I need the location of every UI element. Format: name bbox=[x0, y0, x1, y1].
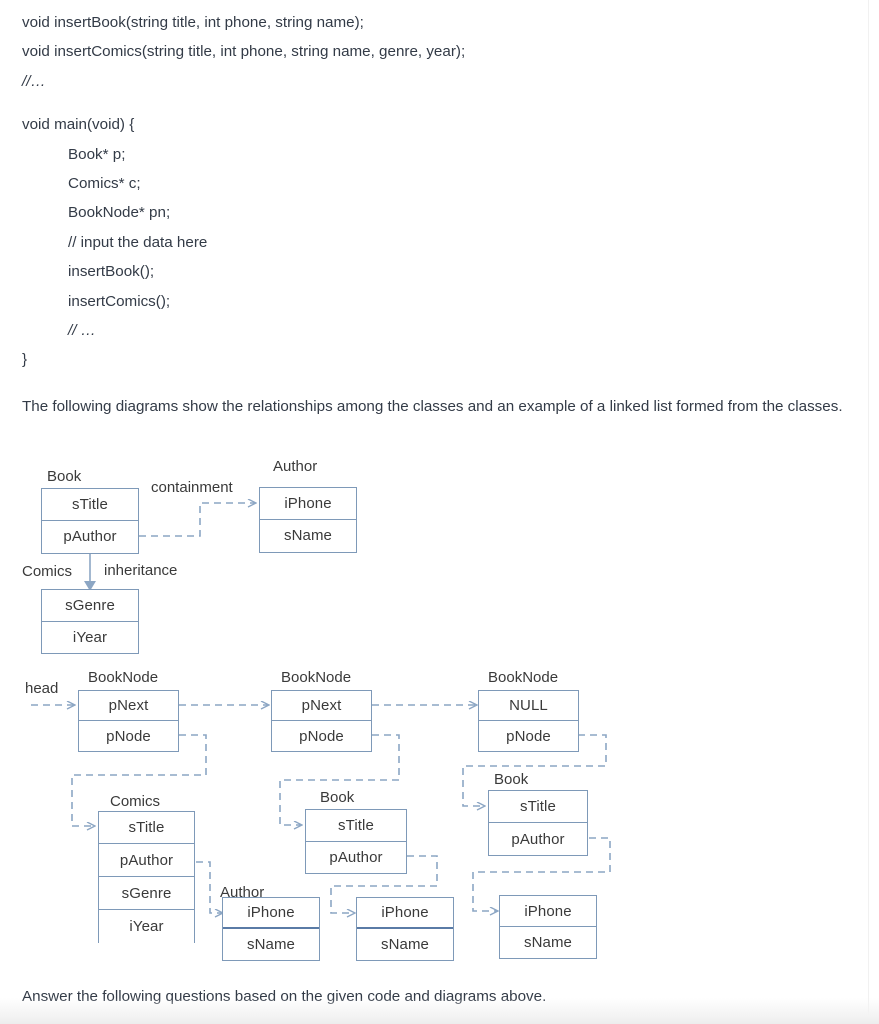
code-line: void insertComics(string title, int phon… bbox=[22, 43, 466, 61]
class-field: iPhone bbox=[260, 488, 356, 520]
list-node-1: pNext pNode bbox=[78, 690, 179, 752]
object-field: sTitle bbox=[306, 810, 406, 842]
object-field: sGenre bbox=[99, 877, 194, 910]
code-listing: void insertBook(string title, int phone,… bbox=[22, 8, 852, 375]
class-box-comics: sGenre iYear bbox=[41, 589, 139, 654]
code-line: Comics* c; bbox=[68, 175, 141, 193]
node-field-pnext: pNext bbox=[272, 691, 371, 721]
node-field-null: NULL bbox=[479, 691, 578, 721]
pauthor-connector-1 bbox=[196, 861, 222, 913]
edge-label-containment: containment bbox=[151, 479, 233, 496]
class-field: sName bbox=[260, 520, 356, 551]
author-field: iPhone bbox=[500, 896, 596, 927]
list-node-title-3: BookNode bbox=[488, 669, 559, 686]
author-field: iPhone bbox=[357, 898, 453, 929]
class-field: pAuthor bbox=[42, 521, 138, 552]
list-node-title-1: BookNode bbox=[88, 669, 159, 686]
data-object-book-middle: sTitle pAuthor bbox=[305, 809, 407, 874]
class-box-title-comics: Comics bbox=[22, 563, 73, 580]
author-field: iPhone bbox=[223, 898, 319, 929]
code-line: void insertBook(string title, int phone,… bbox=[22, 14, 364, 31]
object-field: pAuthor bbox=[306, 842, 406, 873]
author-field: sName bbox=[357, 929, 453, 960]
list-node-title-2: BookNode bbox=[281, 669, 352, 686]
code-line-blank bbox=[22, 96, 852, 110]
author-field: sName bbox=[500, 927, 596, 958]
code-line: BookNode* pn; bbox=[68, 204, 171, 222]
list-node-3: NULL pNode bbox=[478, 690, 579, 752]
page-right-rule bbox=[868, 0, 869, 1024]
code-line: Book* p; bbox=[68, 145, 126, 163]
author-field: sName bbox=[223, 929, 319, 960]
code-line: // … bbox=[68, 322, 96, 340]
intro-paragraph: The following diagrams show the relation… bbox=[22, 398, 843, 415]
data-object-title-book-right: Book bbox=[494, 771, 529, 788]
list-node-2: pNext pNode bbox=[271, 690, 372, 752]
node-field-pnode: pNode bbox=[479, 721, 578, 751]
data-object-title-comics: Comics bbox=[110, 793, 161, 810]
class-box-title-author: Author bbox=[273, 458, 318, 475]
code-line: void main(void) { bbox=[22, 116, 135, 134]
author-object-2: iPhone sName bbox=[356, 897, 454, 961]
object-field: pAuthor bbox=[99, 844, 194, 877]
code-line: insertComics(); bbox=[68, 292, 171, 310]
data-object-comics: sTitle pAuthor sGenre iYear bbox=[98, 811, 195, 943]
code-line: } bbox=[22, 351, 28, 369]
code-line: // input the data here bbox=[68, 233, 208, 251]
class-box-title-book: Book bbox=[47, 468, 82, 485]
class-box-author: iPhone sName bbox=[259, 487, 357, 553]
data-object-book-right: sTitle pAuthor bbox=[488, 790, 588, 856]
object-field: iYear bbox=[99, 910, 194, 943]
author-object-1: iPhone sName bbox=[222, 897, 320, 961]
edge-label-inheritance: inheritance bbox=[104, 562, 178, 579]
class-box-book: sTitle pAuthor bbox=[41, 488, 139, 554]
containment-connector bbox=[139, 503, 255, 537]
data-object-title-book-middle: Book bbox=[320, 789, 355, 806]
node-field-pnode: pNode bbox=[272, 721, 371, 751]
author-object-3: iPhone sName bbox=[499, 895, 597, 959]
code-line: insertBook(); bbox=[68, 263, 155, 281]
class-field: iYear bbox=[42, 622, 138, 653]
head-label: head bbox=[25, 680, 59, 697]
node-field-pnode: pNode bbox=[79, 721, 178, 751]
class-field: sGenre bbox=[42, 590, 138, 622]
code-line: //… bbox=[22, 72, 46, 90]
page-bottom-fade bbox=[0, 998, 879, 1024]
node-field-pnext: pNext bbox=[79, 691, 178, 721]
author-object-title-1: Author bbox=[220, 884, 265, 901]
object-field: sTitle bbox=[489, 791, 587, 823]
object-field: pAuthor bbox=[489, 823, 587, 855]
object-field: sTitle bbox=[99, 812, 194, 844]
class-field: sTitle bbox=[42, 489, 138, 521]
